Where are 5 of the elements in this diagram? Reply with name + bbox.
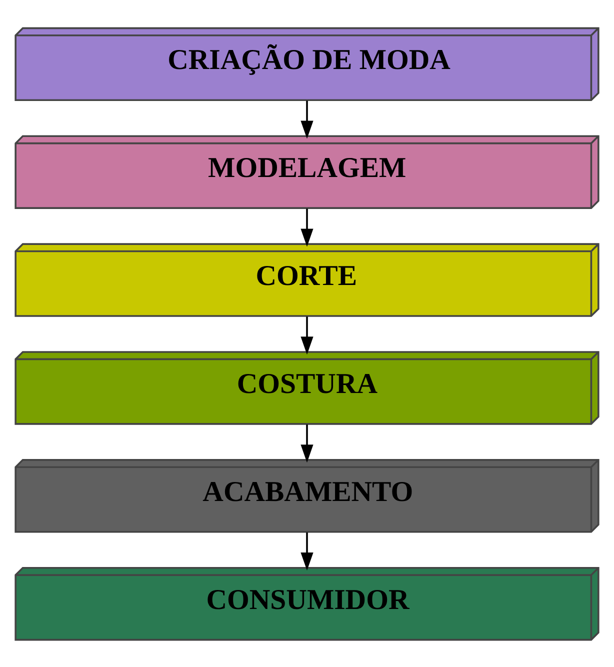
arrow <box>300 208 314 246</box>
arrow <box>300 532 314 570</box>
arrow <box>300 316 314 354</box>
arrow <box>300 424 314 462</box>
arrow <box>300 100 314 138</box>
